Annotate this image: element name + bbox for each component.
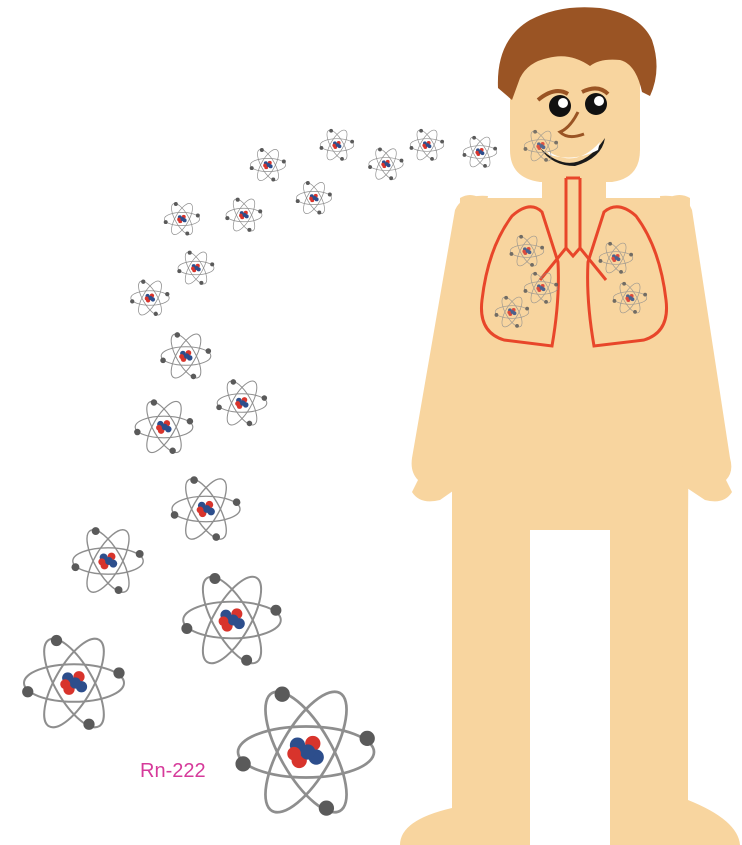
right-foot — [610, 800, 740, 845]
atom-icon — [181, 569, 281, 672]
atom-icon — [225, 196, 262, 234]
atom-icon — [164, 200, 200, 237]
atom-icon — [410, 127, 444, 162]
atom-icon — [130, 278, 169, 318]
atom-icon — [177, 249, 214, 287]
atom-icon — [22, 630, 125, 735]
left-foot — [400, 800, 530, 845]
atom-icon — [171, 473, 241, 545]
rn-222-label: Rn-222 — [140, 760, 206, 783]
atom-icon — [216, 377, 267, 429]
person-figure — [400, 7, 740, 845]
atom-icon — [463, 134, 497, 169]
torso — [455, 195, 690, 530]
atom-icon — [134, 397, 193, 458]
atom-icon — [250, 146, 286, 183]
atom-icon — [296, 179, 332, 216]
atom-icon — [320, 127, 354, 162]
atom-icon — [160, 330, 211, 382]
atom-icon — [71, 524, 143, 598]
atom-icon — [368, 146, 403, 182]
atom-icon — [235, 680, 374, 823]
